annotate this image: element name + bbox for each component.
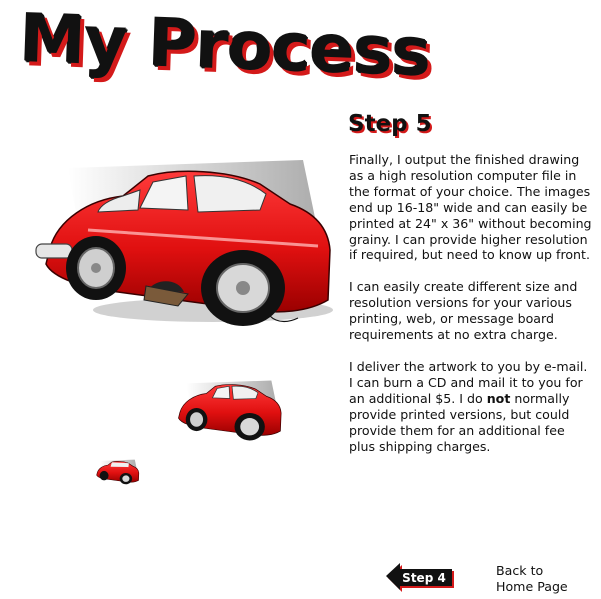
back-to-home-link[interactable]: Back to Home Page xyxy=(496,563,596,595)
page-title: My Process xyxy=(18,0,432,92)
home-link-line1: Back to xyxy=(496,563,544,578)
car-illustration-large xyxy=(35,160,333,326)
delivery-text-emphasis: not xyxy=(486,390,511,406)
step-heading: Step 5 xyxy=(348,111,432,137)
previous-step-label: Step 4 xyxy=(402,571,446,585)
delivery-text-lead: I deliver the artwork to you by e-mail. … xyxy=(349,358,588,406)
paragraph-delivery: I deliver the artwork to you by e-mail. … xyxy=(349,359,594,454)
paragraph-versions: I can easily create different size and r… xyxy=(349,279,578,343)
delivery-text-tail: normally provide printed versions, but c… xyxy=(349,390,570,454)
car-illustration-small xyxy=(96,459,140,485)
previous-step-button[interactable]: Step 4 xyxy=(386,562,458,594)
step-description: Finally, I output the finished drawing a… xyxy=(349,152,594,470)
paragraph-output: Finally, I output the finished drawing a… xyxy=(349,152,592,263)
car-illustration-medium xyxy=(178,380,282,441)
left-arrow-icon xyxy=(386,563,454,592)
home-link-line2: Home Page xyxy=(496,578,568,594)
